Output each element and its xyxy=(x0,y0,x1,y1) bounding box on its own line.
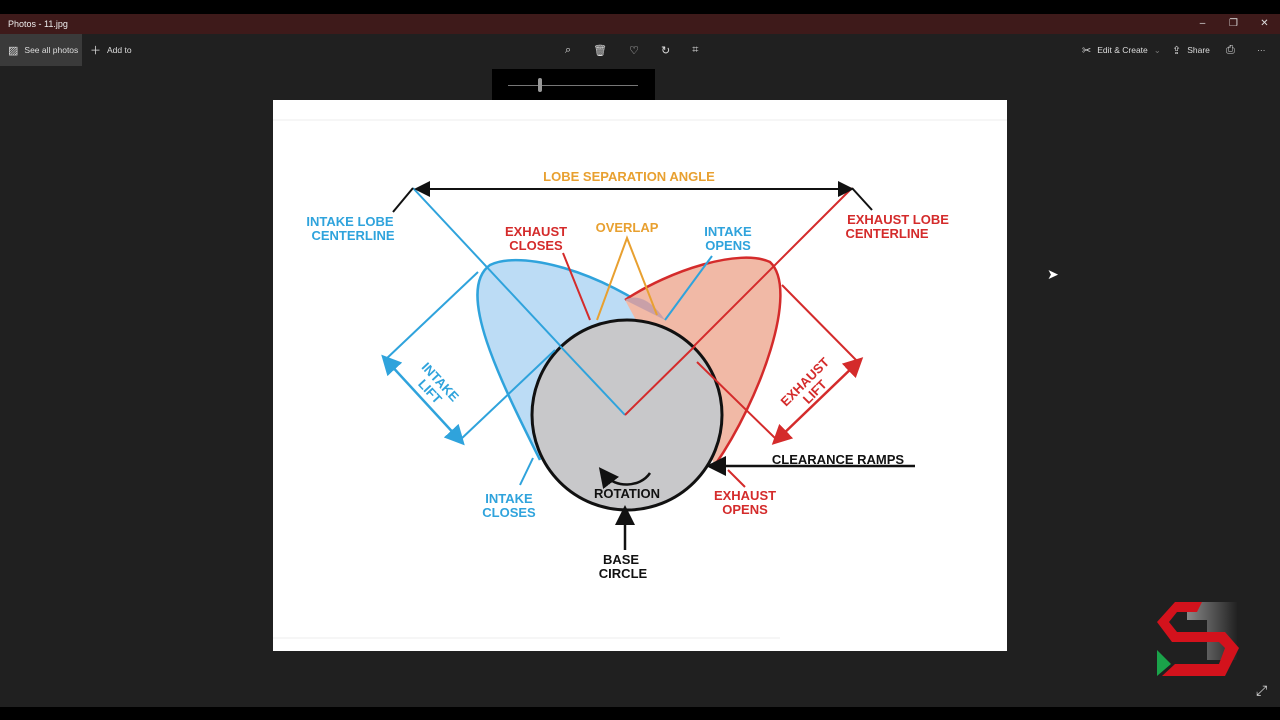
top-border xyxy=(0,0,1280,14)
more-button[interactable]: ··· xyxy=(1257,34,1266,66)
intake-cl-label: INTAKE LOBE xyxy=(306,214,393,229)
share-button[interactable]: ⇪ Share xyxy=(1172,34,1210,66)
delete-icon[interactable]: 🗑 xyxy=(593,44,608,57)
share-label: Share xyxy=(1187,45,1210,55)
rotate-icon[interactable]: ↻ xyxy=(661,44,671,57)
base-circle-label: CIRCLE xyxy=(599,566,648,581)
close-button[interactable]: ✕ xyxy=(1260,18,1269,29)
heart-icon[interactable]: ♡ xyxy=(629,44,640,57)
exhaust-cl-label: EXHAUST LOBE xyxy=(847,212,949,227)
overlap-area xyxy=(625,297,665,320)
base-circle-label: BASE xyxy=(603,552,639,567)
exhaust-closes-label: CLOSES xyxy=(509,238,563,253)
overlap-label: OVERLAP xyxy=(596,220,659,235)
plus-icon: ＋ xyxy=(90,45,101,57)
restore-button[interactable]: ❐ xyxy=(1229,18,1238,29)
edit-create-label: Edit & Create xyxy=(1097,45,1148,55)
slider-track xyxy=(508,85,638,86)
exhaust-opens-label: EXHAUST xyxy=(714,488,776,503)
overlap-lines xyxy=(596,235,658,321)
channel-logo xyxy=(1157,602,1239,676)
exhaust-closes-label: EXHAUST xyxy=(505,224,567,239)
intake-opens-label: INTAKE xyxy=(704,224,752,239)
rotation-arrow-icon xyxy=(598,467,652,490)
slider-thumb[interactable] xyxy=(538,78,542,92)
add-to-button[interactable]: ＋ Add to xyxy=(90,34,132,66)
intake-closes-label: INTAKE xyxy=(485,491,533,506)
see-all-label: See all photos xyxy=(24,45,79,55)
edit-create-button[interactable]: ✂ Edit & Create ⌄ xyxy=(1082,34,1161,66)
intake-opens-label: OPENS xyxy=(705,238,751,253)
photos-icon: ▨ xyxy=(8,44,19,57)
intake-closes-label: CLOSES xyxy=(482,505,536,520)
exhaust-opens-label: OPENS xyxy=(722,502,768,517)
window-title: Photos - 11.jpg xyxy=(8,19,68,29)
see-all-photos-button[interactable]: ▨ See all photos xyxy=(0,34,82,66)
camshaft-lobe-diagram: LOBE SEPARATION ANGLE INTAKE LOBE CENTER… xyxy=(273,119,1007,639)
exhaust-cl-label: CENTERLINE xyxy=(845,226,928,241)
mouse-cursor-icon: ➤ xyxy=(1047,266,1059,282)
share-icon: ⇪ xyxy=(1172,44,1182,57)
zoom-icon[interactable]: ⌕ xyxy=(565,43,572,56)
print-icon: ⎙ xyxy=(1226,43,1235,56)
bottom-border xyxy=(0,707,1280,720)
toolbar: ▨ See all photos ＋ Add to ⌕ 🗑 ♡ ↻ ⌗ ✂ Edit … xyxy=(0,34,1280,66)
chevron-down-icon: ⌄ xyxy=(1153,44,1161,55)
rotation-label: ROTATION xyxy=(594,486,660,501)
more-label: ··· xyxy=(1257,45,1266,55)
intake-lift-arrow xyxy=(381,354,465,446)
exhaust-lift-arrow xyxy=(771,357,864,445)
photo-canvas: LOBE SEPARATION ANGLE INTAKE LOBE CENTER… xyxy=(273,100,1007,651)
intake-cl-label: CENTERLINE xyxy=(311,228,394,243)
expand-icon[interactable]: ⤢ xyxy=(1256,682,1268,698)
clearance-ramps-label: CLEARANCE RAMPS xyxy=(772,452,905,467)
zoom-slider[interactable] xyxy=(492,69,655,101)
crop-icon[interactable]: ⌗ xyxy=(692,43,699,56)
print-button[interactable]: ⎙ xyxy=(1226,34,1235,66)
lsa-label: LOBE SEPARATION ANGLE xyxy=(543,169,715,184)
minimize-button[interactable]: – xyxy=(1199,18,1206,29)
edit-icon: ✂ xyxy=(1082,44,1092,57)
title-bar: Photos - 11.jpg – ❐ ✕ xyxy=(0,14,1280,34)
add-to-label: Add to xyxy=(107,45,132,55)
